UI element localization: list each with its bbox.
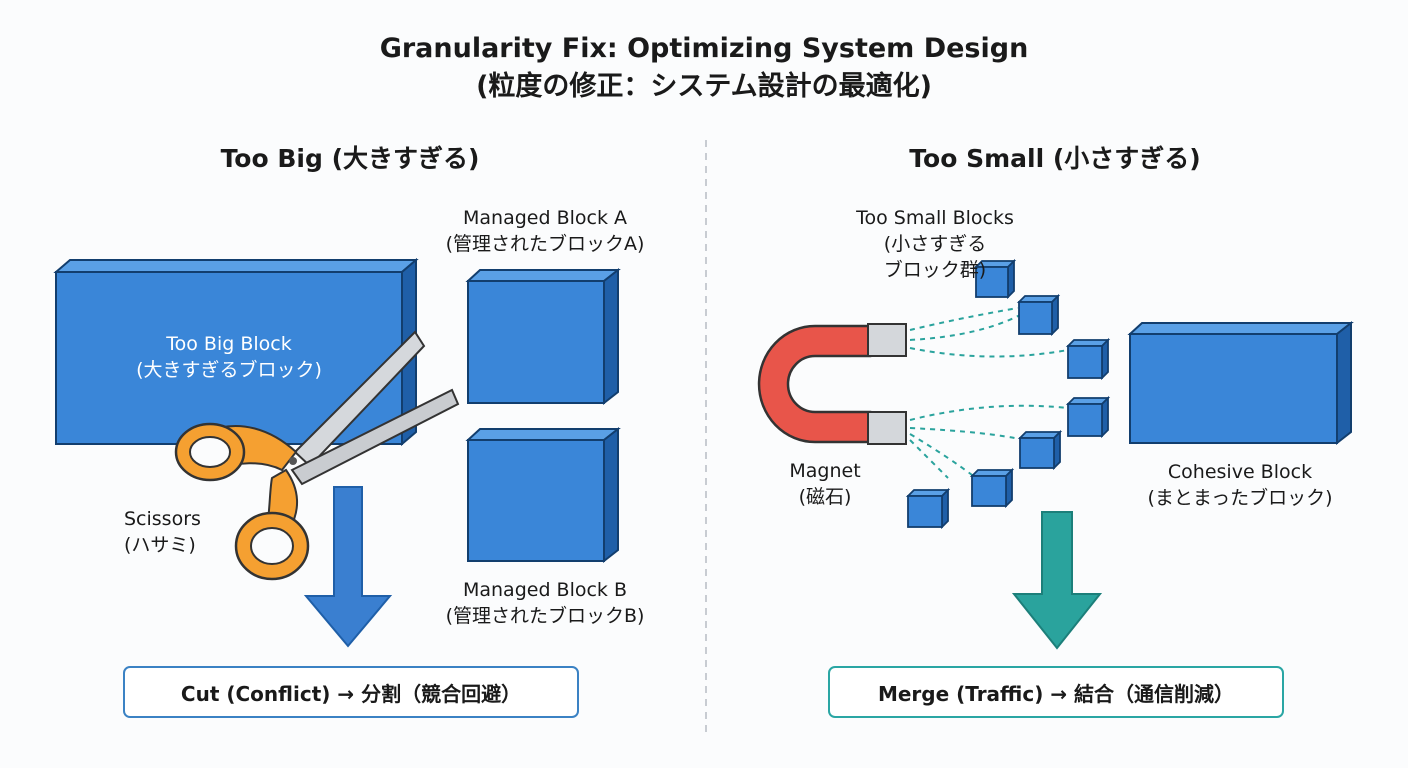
small-block-5 (1017, 429, 1063, 471)
page-title: Granularity Fix: Optimizing System Desig… (0, 30, 1408, 106)
scissors-label: Scissors (ハサミ) (124, 506, 234, 558)
too-big-block-label-line-1: Too Big Block (166, 333, 292, 355)
merge-result-box: Merge (Traffic) → 結合（通信削減） (828, 666, 1284, 718)
left-panel-heading: Too Big (大きすぎる) (220, 144, 480, 173)
cohesive-block-label: Cohesive Block (まとまったブロック) (1130, 459, 1350, 511)
cohesive-block-label-line-2: (まとまったブロック) (1147, 487, 1333, 509)
small-block-3 (1065, 337, 1111, 381)
cut-arrow (303, 486, 393, 648)
managed-block-b (465, 426, 621, 564)
cohesive-block-label-line-1: Cohesive Block (1167, 461, 1313, 483)
small-blocks-label-line-1: Too Small Blocks (856, 207, 1014, 229)
too-big-block-label-line-2: (大きすぎるブロック) (136, 359, 322, 381)
title-line-1: Granularity Fix: Optimizing System Desig… (379, 33, 1029, 64)
small-block-2 (1016, 293, 1061, 337)
managed-block-a-label-line-1: Managed Block A (463, 207, 627, 229)
magnet-label: Magnet (磁石) (770, 458, 880, 510)
small-blocks-label: Too Small Blocks (小さすぎる ブロック群) (830, 205, 1040, 283)
right-panel-heading: Too Small (小さすぎる) (909, 144, 1201, 173)
small-block-7 (905, 487, 951, 530)
magnet-icon (757, 323, 907, 445)
managed-block-b-label-line-1: Managed Block B (462, 579, 628, 601)
small-blocks-label-line-3: ブロック群) (883, 259, 987, 281)
small-block-6 (969, 467, 1015, 509)
managed-block-a (465, 267, 621, 406)
merge-arrow (1011, 511, 1103, 650)
title-line-2: (粒度の修正：システム設計の最適化) (476, 71, 932, 102)
scissors-label-line-2: (ハサミ) (124, 534, 196, 556)
cut-result-box: Cut (Conflict) → 分割（競合回避） (123, 666, 579, 718)
managed-block-b-label-line-2: (管理されたブロックB) (445, 605, 645, 627)
scissors-icon (174, 330, 460, 581)
small-block-1 (973, 258, 1017, 300)
magnet-label-line-1: Magnet (789, 460, 861, 482)
managed-block-a-label-line-2: (管理されたブロックA) (445, 233, 645, 255)
scissors-label-line-1: Scissors (124, 508, 201, 530)
cohesive-block (1127, 320, 1354, 446)
managed-block-b-label: Managed Block B (管理されたブロックB) (420, 577, 670, 629)
small-blocks-label-line-2: (小さすぎる (883, 233, 987, 255)
attraction-lines (909, 307, 1069, 479)
small-block-4 (1065, 395, 1111, 439)
too-big-block (53, 257, 419, 447)
too-big-block-label: Too Big Block (大きすぎるブロック) (56, 331, 402, 383)
magnet-label-line-2: (磁石) (798, 486, 852, 508)
managed-block-a-label: Managed Block A (管理されたブロックA) (420, 205, 670, 257)
